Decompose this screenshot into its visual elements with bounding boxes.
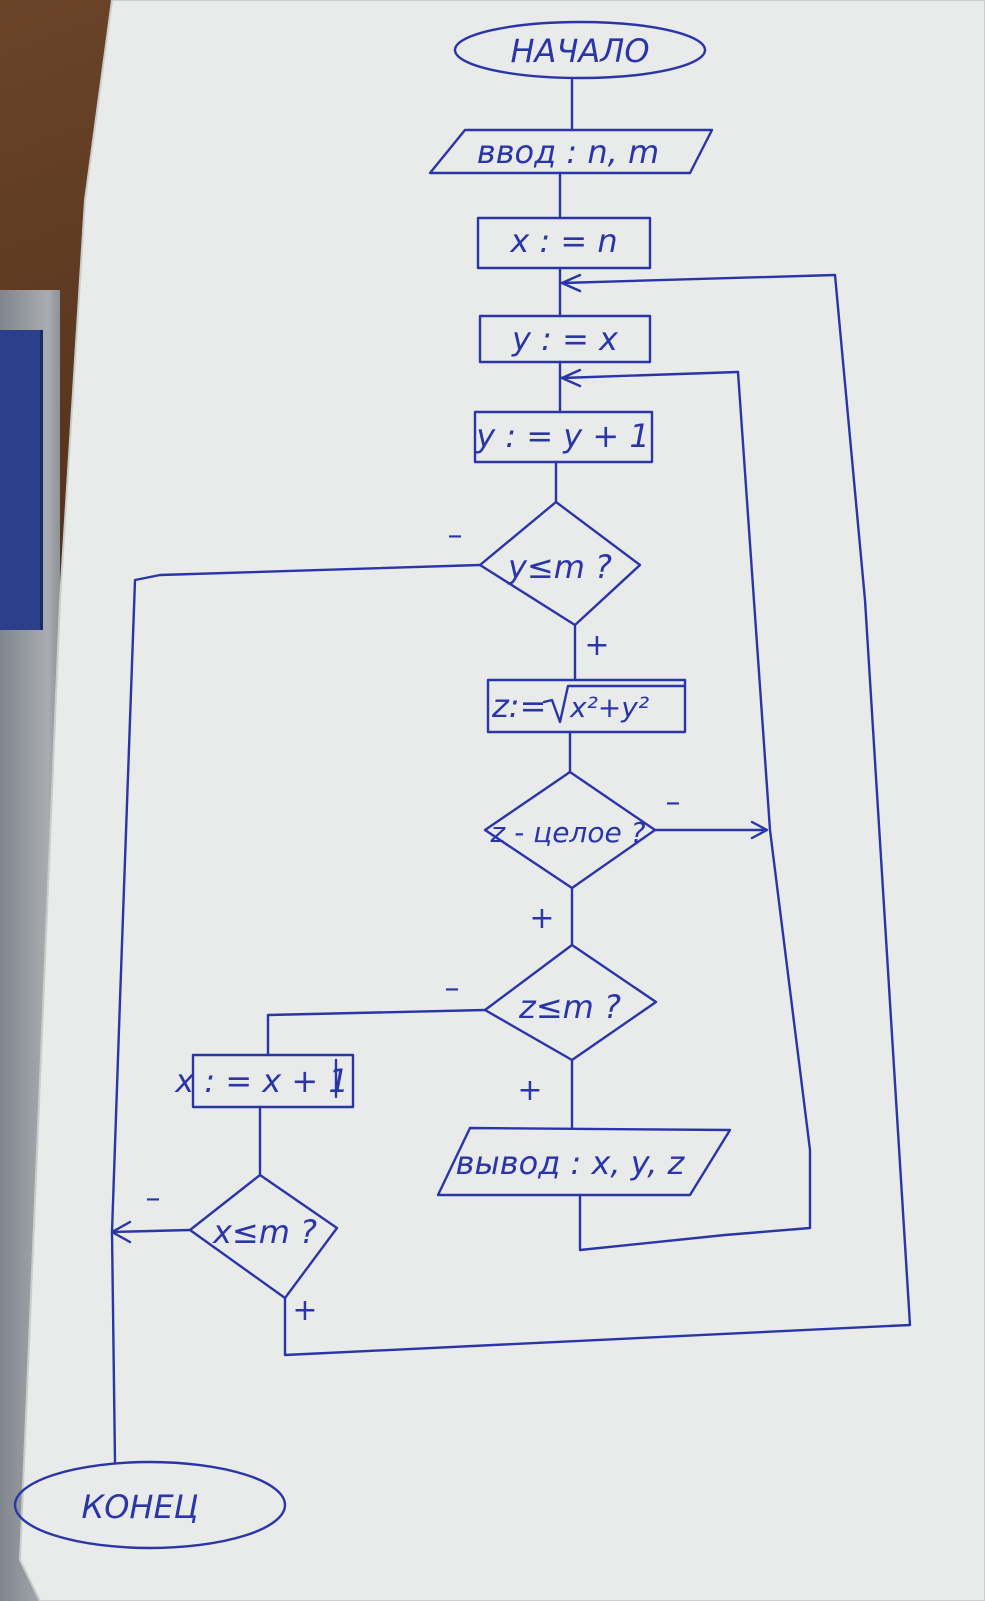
increment-y-box: y : = y + 1 [473,410,654,464]
arrowhead-z-integer-no-icon [750,820,769,840]
end-terminator: КОНЕЦ [13,1460,287,1550]
increment-x-box: x : = x + 1 [174,1053,355,1109]
branch-z-le-m-no: – [445,971,460,1006]
branch-x-le-m-yes: + [292,1293,317,1328]
connector-z-le-m-no [266,1008,487,1057]
assign-x-box: x : = n [476,216,652,270]
branch-z-integer-yes: + [529,901,554,936]
assign-z-prefix: z:= [491,687,546,725]
branch-x-le-m-no: – [146,1181,161,1216]
branch-z-le-m-yes: + [517,1073,542,1108]
decision-z-le-m: z≤m ? [483,943,658,1062]
output-parallelogram: вывод : x, y, z [436,1126,732,1197]
branch-z-integer-no: – [666,785,681,820]
increment-x-label: x : = x + 1 [174,1062,349,1100]
branch-y-le-m-yes: + [584,628,609,663]
arrowhead-loop-increment-y-icon [560,368,582,388]
laptop-keyboard [0,330,43,630]
end-label: КОНЕЦ [81,1488,198,1526]
input-label: ввод : n, m [477,133,659,171]
decision-z-integer: z - целое ? [483,770,657,890]
increment-y-label: y : = y + 1 [475,417,650,455]
assign-y-box: y : = x [478,314,652,364]
start-terminator: НАЧАЛО [453,20,707,80]
loop-x-le-m-yes-to-assign-y [283,273,912,1357]
decision-x-le-m-label: x≤m ? [212,1213,317,1251]
loop-output-to-increment-y [578,370,812,1252]
loop-return-increment-y [560,370,740,380]
arrowhead-loop-assign-y-icon [560,273,582,293]
decision-z-le-m-label: z≤m ? [518,988,621,1026]
assign-y-label: y : = x [511,320,619,358]
decision-x-le-m: x≤m ? [188,1173,339,1300]
output-label: вывод : x, y, z [456,1144,686,1182]
connector-y-le-m-no-to-end [110,563,482,1464]
decision-z-integer-label: z - целое ? [490,816,646,849]
branch-y-le-m-no: – [448,518,463,553]
assign-z-radicand: x²+y² [569,691,649,724]
decision-y-le-m: y≤m ? [478,500,642,627]
start-label: НАЧАЛО [510,32,649,70]
sqrt-sign-icon [542,684,687,724]
decision-y-le-m-label: y≤m ? [507,548,612,586]
assign-x-label: x : = n [509,222,617,260]
connector-x-le-m-no [110,1228,192,1234]
assign-z-box: z:= x²+y² [486,678,687,734]
input-parallelogram: ввод : n, m [428,128,714,175]
